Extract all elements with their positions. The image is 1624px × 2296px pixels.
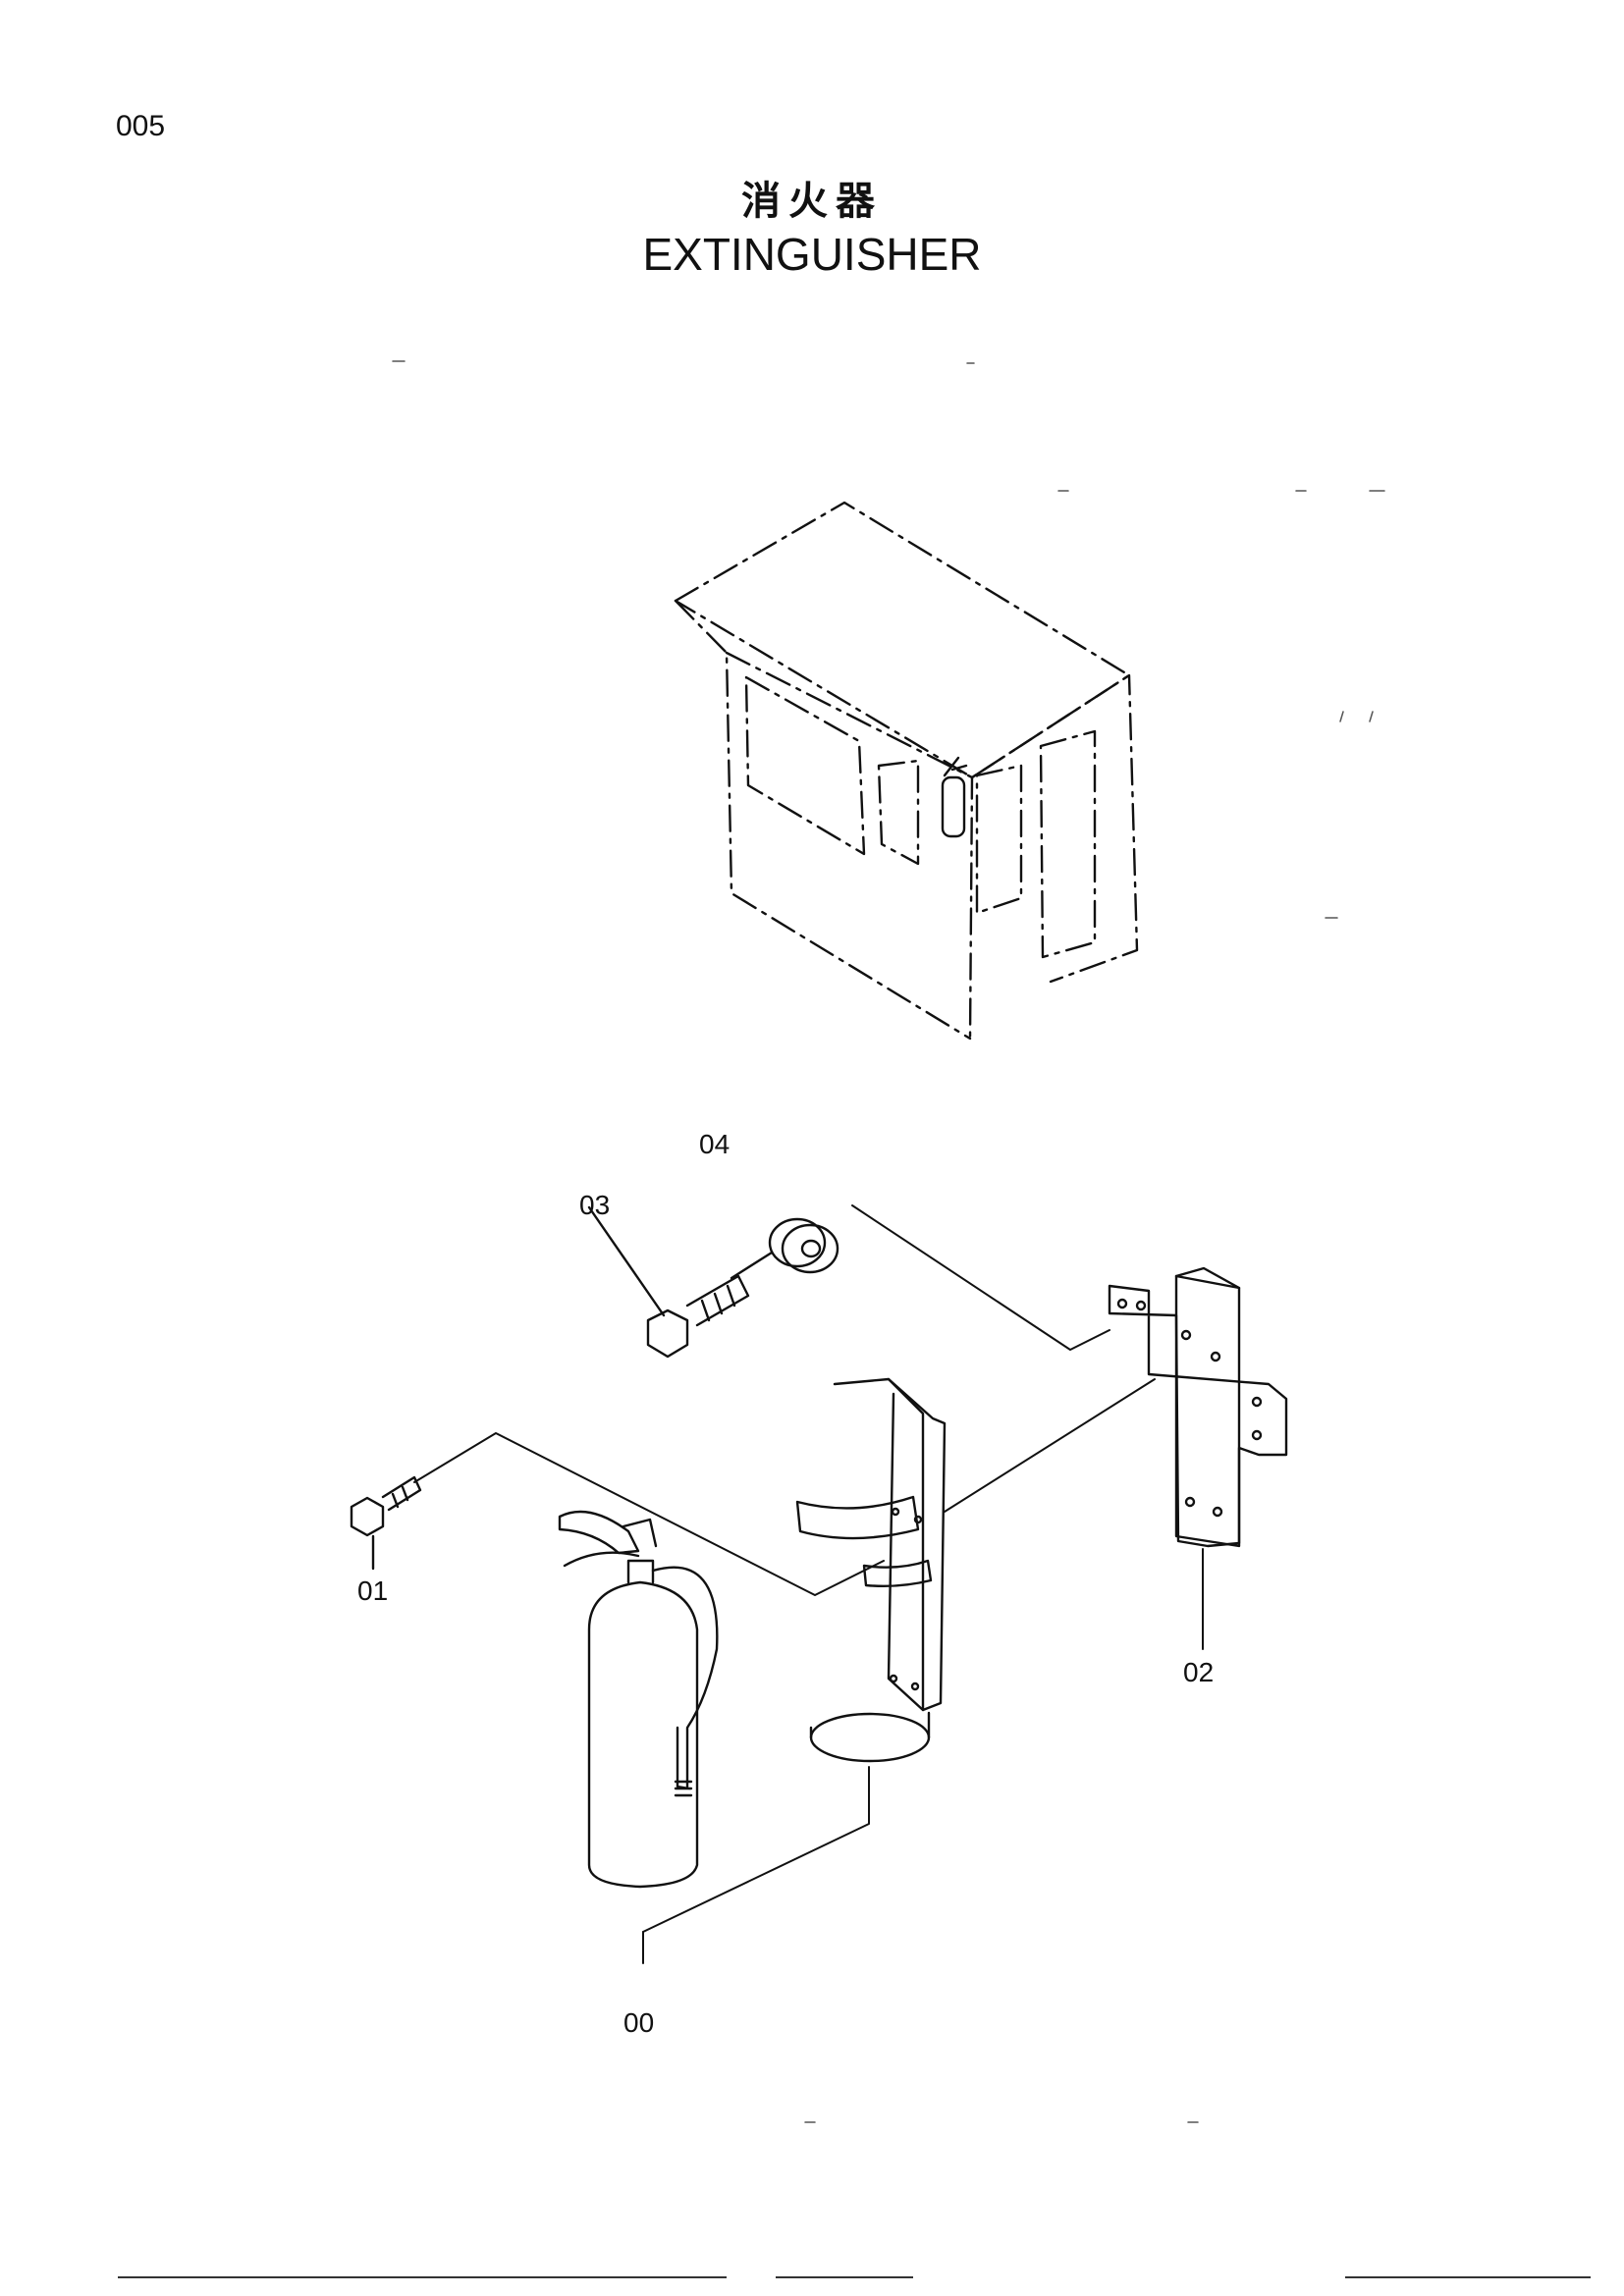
- footer-rule-right: [1345, 2276, 1591, 2278]
- washer-04: [730, 1217, 839, 1280]
- page-number: 005: [116, 110, 166, 142]
- footer-rule: [118, 2276, 727, 2278]
- callout-03: 03: [579, 1190, 611, 1220]
- cab-illustration: [674, 501, 1139, 1041]
- callout-02: 02: [1183, 1657, 1215, 1687]
- cab-extinguisher-icon: [941, 756, 968, 838]
- title-english: EXTINGUISHER: [642, 229, 982, 280]
- bolt-01: [350, 1475, 422, 1571]
- callout-04: 04: [699, 1129, 731, 1159]
- callout-01: 01: [357, 1575, 389, 1606]
- callout-00: 00: [623, 2007, 655, 2038]
- footer-rule-segment: [776, 2276, 913, 2278]
- mounting-bracket: [795, 1377, 947, 1763]
- title-chinese: 消火器: [741, 179, 883, 224]
- scan-artifacts: [392, 360, 1385, 2123]
- bolt-03: [587, 1205, 750, 1359]
- fire-extinguisher-00: [558, 1510, 719, 1889]
- leader-lines: [413, 1204, 1204, 1964]
- mounting-plate-02: [1108, 1266, 1288, 1548]
